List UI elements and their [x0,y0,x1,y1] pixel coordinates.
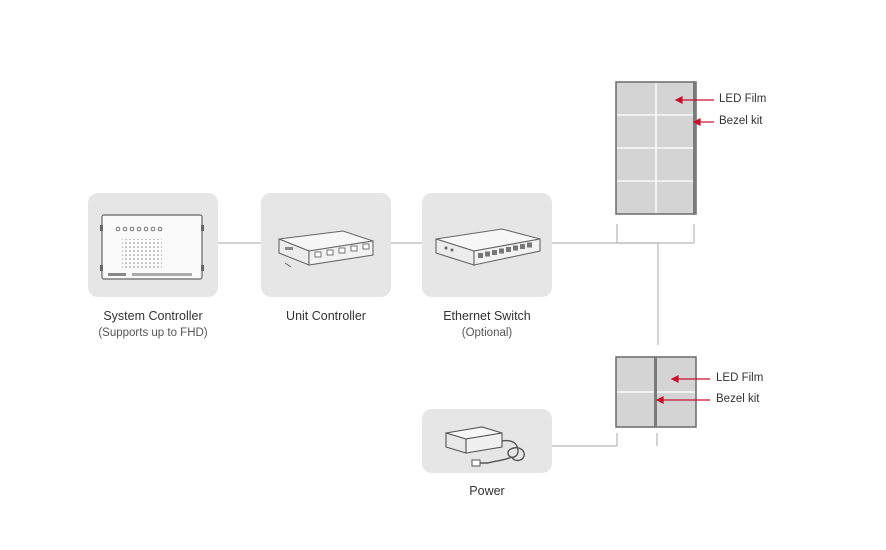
system-controller-name: System Controller [103,309,203,323]
led-panel-bottom [615,356,697,428]
power-name: Power [469,484,505,498]
led-film-label-top: LED Film [719,93,767,105]
system-controller-note: (Supports up to FHD) [98,327,208,339]
led-panel-top [615,81,697,215]
ethernet-switch-note: (Optional) [461,327,513,339]
system-controller-card [88,193,218,297]
power-label: Power [414,483,560,500]
system-controller-icon [100,214,204,280]
bezel-kit-label-top: Bezel kit [719,115,763,127]
ethernet-switch-icon [435,228,541,266]
ethernet-switch-label: Ethernet Switch (Optional) [414,308,560,342]
unit-controller-label: Unit Controller [253,308,399,325]
unit-controller-icon [278,230,374,268]
ethernet-switch-name: Ethernet Switch [443,309,531,323]
unit-controller-name: Unit Controller [286,309,366,323]
led-film-label-bottom: LED Film [716,372,764,384]
ethernet-switch-card [422,193,552,297]
power-adapter-icon [445,426,525,467]
unit-controller-card [261,193,391,297]
bezel-kit-label-bottom: Bezel kit [716,393,760,405]
power-card [422,409,552,473]
system-controller-label: System Controller (Supports up to FHD) [80,308,226,342]
